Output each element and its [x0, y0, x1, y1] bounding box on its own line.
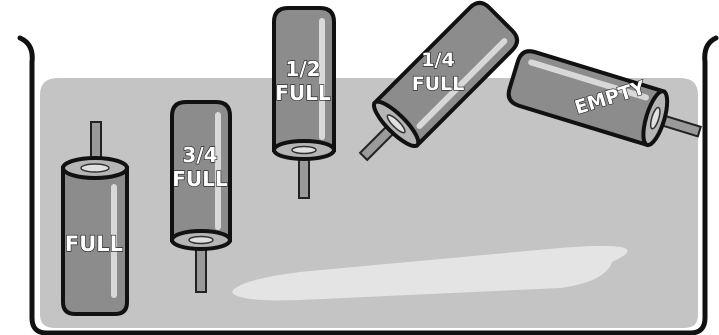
cylinder-empty — [506, 49, 702, 148]
cylinder-quarter-body — [372, 0, 520, 148]
water-highlight — [232, 245, 628, 301]
cylinder-quarter — [358, 0, 520, 162]
container-outline — [17, 35, 719, 335]
cylinder-full: FULL — [61, 121, 129, 316]
cylinder-quarter-highlight — [416, 38, 508, 129]
cylinder-half-highlight — [319, 18, 325, 140]
label-half-line1: 1/2 — [285, 57, 320, 81]
cylinder-half: 1/2 FULL — [272, 6, 336, 199]
label-three-quarter-line1: 3/4 — [182, 143, 217, 167]
cylinder-three-quarter-highlight — [215, 112, 221, 230]
cylinder-empty-highlight — [528, 59, 649, 101]
label-three-quarter-line2: FULL — [172, 167, 228, 191]
cylinder-empty-body — [506, 49, 666, 148]
cylinder-three-quarter: 3/4 FULL — [170, 100, 232, 293]
label-quarter-line2: FULL — [412, 73, 465, 95]
label-full: FULL — [65, 232, 123, 256]
cylinder-full-highlight — [111, 184, 117, 298]
label-half-line2: FULL — [275, 81, 331, 105]
label-quarter-line1: 1/4 — [421, 49, 454, 71]
